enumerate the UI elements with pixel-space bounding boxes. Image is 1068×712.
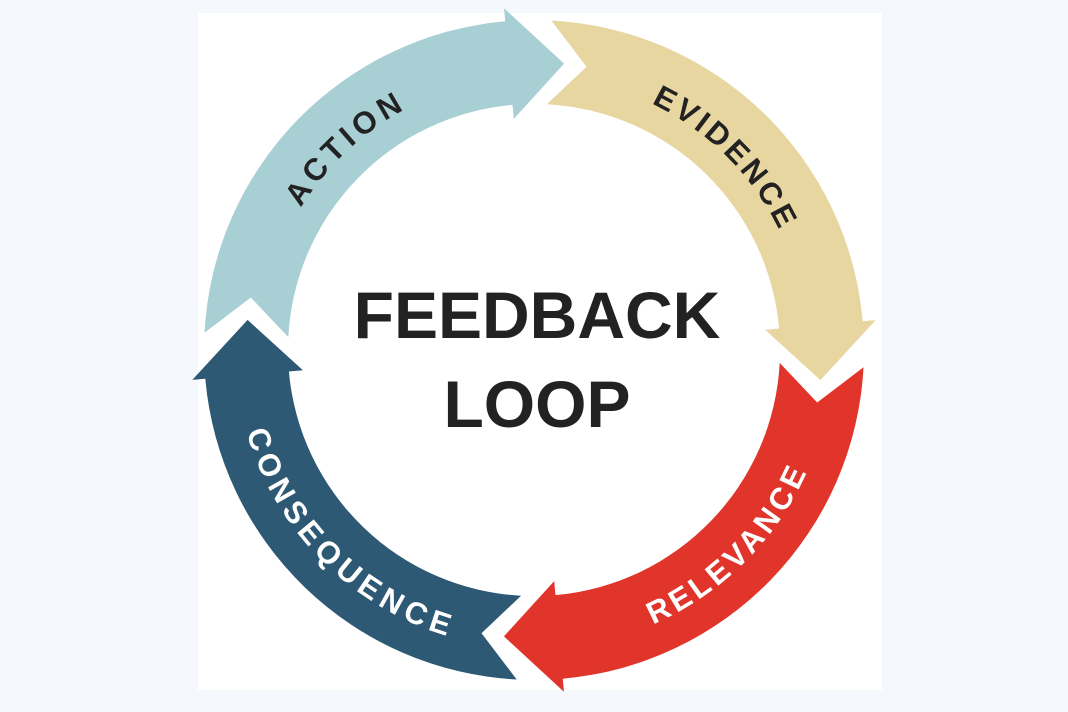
center-title-line1: FEEDBACK [354, 278, 721, 352]
center-title-line2: LOOP [443, 367, 630, 441]
